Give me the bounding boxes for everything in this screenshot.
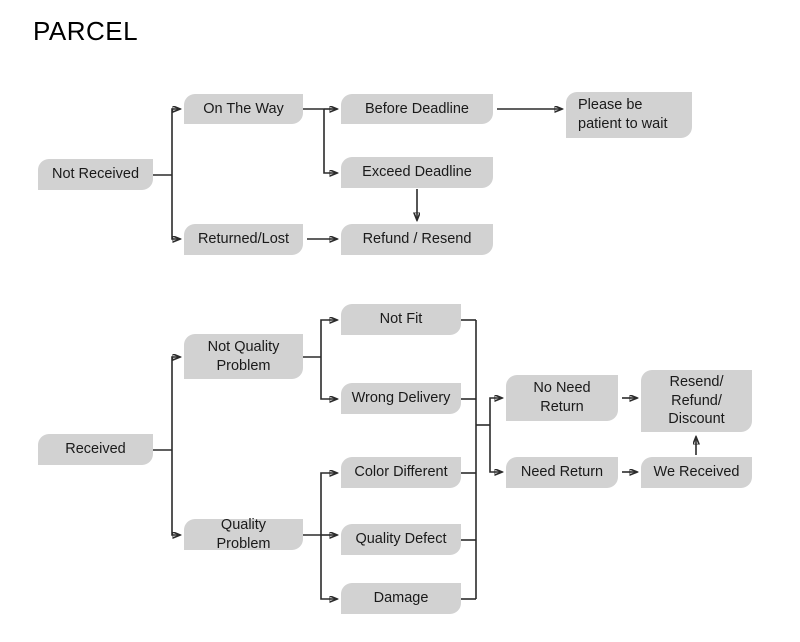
node-not-fit[interactable]: Not Fit	[341, 304, 461, 335]
edge-not-quality-to-not-fit	[320, 320, 337, 357]
node-before-deadline[interactable]: Before Deadline	[341, 94, 493, 124]
node-on-the-way[interactable]: On The Way	[184, 94, 303, 124]
node-not-quality[interactable]: Not Quality Problem	[184, 334, 303, 379]
node-refund-resend[interactable]: Refund / Resend	[341, 224, 493, 255]
node-please-be-patient[interactable]: Please be patient to wait	[566, 92, 692, 138]
node-exceed-deadline[interactable]: Exceed Deadline	[341, 157, 493, 188]
edge-quality-problem-to-damage	[320, 535, 337, 599]
edge-on-the-way-to-exceed-deadline	[323, 109, 337, 173]
edge-received-to-quality-problem	[171, 450, 180, 535]
edge-quality-problem-to-color-different	[320, 473, 337, 535]
edge-not-received-to-returned-lost	[171, 175, 180, 239]
edge-received-to-not-quality	[171, 357, 180, 450]
node-returned-lost[interactable]: Returned/Lost	[184, 224, 303, 255]
node-not-received[interactable]: Not Received	[38, 159, 153, 190]
node-damage[interactable]: Damage	[341, 583, 461, 614]
edge-bus-to-need-return	[489, 425, 502, 472]
page-title: PARCEL	[33, 16, 139, 46]
node-received[interactable]: Received	[38, 434, 153, 465]
node-we-received[interactable]: We Received	[641, 457, 752, 488]
node-no-need-return[interactable]: No Need Return	[506, 375, 618, 421]
node-color-different[interactable]: Color Different	[341, 457, 461, 488]
node-wrong-delivery[interactable]: Wrong Delivery	[341, 383, 461, 414]
edge-not-received-to-on-the-way	[171, 109, 180, 175]
node-quality-problem[interactable]: Quality Problem	[184, 517, 303, 552]
edge-not-quality-to-wrong-delivery	[320, 357, 337, 399]
edge-bus-to-no-need-return	[489, 398, 502, 425]
node-quality-defect[interactable]: Quality Defect	[341, 524, 461, 555]
node-need-return[interactable]: Need Return	[506, 457, 618, 488]
node-resend-refund[interactable]: Resend/ Refund/ Discount	[641, 370, 752, 432]
